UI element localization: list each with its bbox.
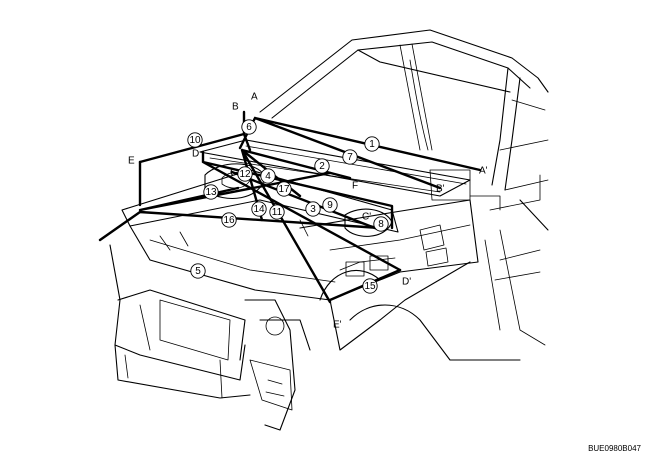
callout-13: 13 xyxy=(203,184,219,200)
letter-B: B xyxy=(232,102,239,113)
letter-D: D xyxy=(192,149,199,160)
callout-label: 8 xyxy=(378,219,384,230)
callout-label: 7 xyxy=(347,152,353,163)
callout-label: 17 xyxy=(278,184,290,195)
leader-lines xyxy=(98,110,482,304)
callout-label: 3 xyxy=(310,204,316,215)
callout-7: 7 xyxy=(342,149,358,165)
callout-circle xyxy=(190,263,206,279)
callout-2: 2 xyxy=(314,158,330,174)
callout-4: 4 xyxy=(260,168,276,184)
letter-F: F xyxy=(352,181,358,192)
callout-circle xyxy=(237,166,253,182)
callout-17: 17 xyxy=(276,181,292,197)
callout-circle xyxy=(373,216,389,232)
letter-C: C xyxy=(230,168,237,179)
callout-8: 8 xyxy=(373,216,389,232)
letter-A: A xyxy=(251,92,258,103)
callout-label: 1 xyxy=(369,139,375,150)
callout-label: 6 xyxy=(246,122,252,133)
callout-label: 9 xyxy=(327,200,333,211)
callout-circle xyxy=(342,149,358,165)
letter-C-prime: C' xyxy=(362,212,371,223)
callout-circle xyxy=(251,201,267,217)
callout-9: 9 xyxy=(322,197,338,213)
callout-label: 14 xyxy=(253,204,265,215)
callout-circle xyxy=(260,168,276,184)
callout-circle xyxy=(305,201,321,217)
callout-label: 2 xyxy=(319,161,325,172)
callout-label: 15 xyxy=(364,281,376,292)
callout-label: 16 xyxy=(223,215,235,226)
callout-3: 3 xyxy=(305,201,321,217)
callout-circle xyxy=(269,204,285,220)
callout-circle xyxy=(187,132,203,148)
letter-layer: A A' B B' C C' D D' E E' F xyxy=(128,92,488,331)
callout-circle xyxy=(276,181,292,197)
callout-circle xyxy=(364,136,380,152)
callout-label: 10 xyxy=(189,135,201,146)
callout-label: 12 xyxy=(239,169,251,180)
callout-circle xyxy=(314,158,330,174)
callout-label: 13 xyxy=(205,187,217,198)
callout-15: 15 xyxy=(362,278,378,294)
callout-12: 12 xyxy=(237,166,253,182)
letter-E-prime: E' xyxy=(333,320,342,331)
callout-5: 5 xyxy=(190,263,206,279)
callout-circle xyxy=(203,184,219,200)
callout-16: 16 xyxy=(221,212,237,228)
callout-circle xyxy=(221,212,237,228)
figure-code: BUE0980B047 xyxy=(588,444,641,453)
callout-6: 6 xyxy=(241,119,257,135)
letter-A-prime: A' xyxy=(479,166,488,177)
vehicle-outline xyxy=(109,29,549,431)
letter-B-prime: B' xyxy=(436,184,445,195)
callout-label: 4 xyxy=(265,171,271,182)
letter-D-prime: D' xyxy=(402,277,411,288)
callout-circle xyxy=(362,278,378,294)
callout-circle xyxy=(322,197,338,213)
callout-label: 5 xyxy=(195,266,201,277)
callout-10: 10 xyxy=(187,132,203,148)
callout-label: 11 xyxy=(272,207,283,218)
callout-11: 11 xyxy=(269,204,285,220)
callout-1: 1 xyxy=(364,136,380,152)
callout-circle xyxy=(241,119,257,135)
callout-14: 14 xyxy=(251,201,267,217)
letter-E: E xyxy=(128,156,135,167)
